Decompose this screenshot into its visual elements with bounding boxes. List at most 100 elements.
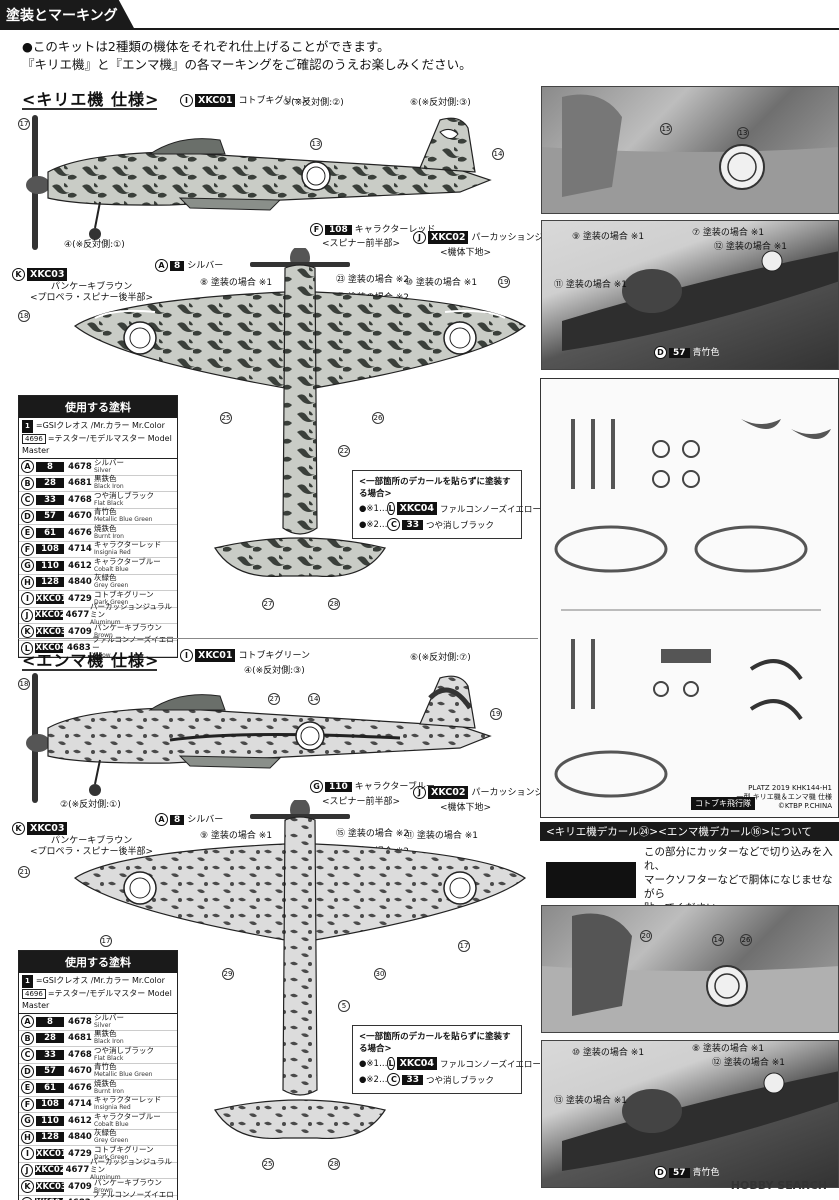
emma-num-28: 28: [328, 1158, 340, 1170]
paint-letter: B: [21, 476, 34, 490]
paint-name-en: Metallic Blue Green: [94, 516, 153, 524]
paint-name-en: Grey Green: [94, 1137, 129, 1145]
paint-letter: H: [21, 1130, 34, 1144]
kirie-callout-4: ④(※反対側:①): [64, 240, 125, 250]
paint-mm-code: 4612: [68, 1115, 92, 1126]
emma-num-29: 29: [222, 968, 234, 980]
paint-name-en: Brown: [94, 1186, 113, 1194]
paint-name-jp: パーカッションジュラルミン: [90, 602, 172, 620]
paint-mm-code: 4768: [68, 494, 92, 505]
paint-code: 8: [36, 1016, 64, 1027]
paint-code: XKC03: [36, 626, 67, 637]
paint-name-jp: パーカッションジュラルミン: [90, 1157, 172, 1175]
emma-num-21: 21: [18, 866, 30, 878]
paint-letter: H: [21, 575, 34, 589]
paint-mm-code: 4678: [68, 1016, 92, 1027]
paint-mm-code: 4677: [65, 610, 90, 621]
paint-name-en: Burnt Iron: [94, 532, 124, 540]
watermark: HOBBY SEARCH: [730, 1179, 827, 1192]
paint-table-legend: 1=GSIクレオス /Mr.カラー Mr.Color 4696=テスター/モデル…: [19, 973, 177, 1014]
kirie-num-26: 26: [372, 412, 384, 424]
paint-code: 61: [36, 1082, 64, 1093]
kirie-callout-5: ⑤(※反対側:②): [283, 98, 344, 108]
paint-name-en: Dark Green: [94, 598, 129, 606]
paint-name-jp: 灰緑色: [94, 573, 117, 583]
emma-num-18: 18: [18, 678, 30, 690]
paint-name-jp: 焼鉄色: [94, 1078, 117, 1088]
kirie-num-19: 19: [498, 276, 510, 288]
kirie-paint-f-note: <スピナー前半部>: [322, 239, 401, 249]
paint-name-en: Silver: [94, 466, 111, 474]
paint-mm-code: 4676: [68, 1082, 92, 1093]
emma-paint-j-note: <機体下地>: [440, 803, 492, 813]
paint-letter: K: [21, 1180, 34, 1194]
paint-code: 128: [36, 577, 64, 588]
paint-mm-code: 4670: [68, 1066, 92, 1077]
paint-name-jp: シルバー: [94, 457, 124, 467]
decal-sheet-info: PLATZ 2019 KHK144-H1 一型 キリエ機＆エンマ機 仕様 ©KT…: [736, 784, 832, 810]
paint-code: XKC02: [34, 610, 66, 621]
paint-name-jp: 青竹色: [94, 507, 117, 517]
decal-sheet-logo: コトブキ飛行隊: [691, 797, 755, 810]
emma-num-30: 30: [374, 968, 386, 980]
paint-code: 8: [36, 461, 64, 472]
paint-name-en: Metallic Blue Green: [94, 1071, 153, 1079]
paint-name-jp: キャラクターブルー: [94, 1111, 161, 1121]
kirie-spec-title: <キリエ機 仕様>: [22, 90, 160, 109]
paint-mm-code: 4681: [68, 478, 92, 489]
paint-mm-code: 4709: [68, 1181, 92, 1192]
paint-mm-code: 4714: [68, 1099, 92, 1110]
paint-name-jp: キャラクターレッド: [94, 1095, 162, 1105]
paint-name-jp: キャラクターブルー: [94, 556, 161, 566]
intro-text: ●このキットは2種類の機体をそれぞれ仕上げることができます。 『キリエ機』と『エ…: [22, 38, 472, 74]
intro-line-2: 『キリエ機』と『エンマ機』の各マーキングをご確認のうえお楽しみください。: [22, 57, 472, 72]
paint-letter: L: [21, 641, 34, 655]
paint-letter: I: [21, 1147, 34, 1161]
paint-name-jp: ファルコンノーズイエロー: [92, 1190, 174, 1200]
emma-callout-2: ②(※反対側:①): [60, 800, 121, 810]
kirie-paint-k-label: パンケーキブラウン <プロペラ・スピナー後半部>: [30, 282, 154, 303]
paint-code: 57: [36, 1066, 64, 1077]
paint-code: 28: [36, 1033, 64, 1044]
paint-name-jp: コトブキグリーン: [94, 1144, 154, 1154]
paint-code: 33: [36, 1049, 64, 1060]
paint-letter: D: [21, 1064, 34, 1078]
header-rule: [128, 28, 839, 30]
paint-name-jp: 黒鉄色: [94, 474, 117, 484]
kirie-num-22: 22: [338, 445, 350, 457]
section-divider: [18, 638, 538, 639]
paint-letter: G: [21, 559, 34, 573]
emma-num-25: 25: [262, 1158, 274, 1170]
kirie-paint-table: 使用する塗料 1=GSIクレオス /Mr.カラー Mr.Color 4696=テ…: [18, 395, 178, 659]
emma-title-rule: [22, 669, 157, 671]
paint-name-jp: コトブキグリーン: [94, 589, 154, 599]
emma-callout-6: ⑥(※反対側:⑦): [410, 653, 471, 663]
paint-mm-code: 4678: [68, 461, 92, 472]
roundel-icon: [295, 721, 325, 751]
paint-code: 128: [36, 1132, 64, 1143]
paint-table-legend: 1=GSIクレオス /Mr.カラー Mr.Color 4696=テスター/モデル…: [19, 418, 177, 459]
paint-name-jp: 焼鉄色: [94, 523, 117, 533]
kirie-side-view: [26, 115, 492, 250]
kirie-top-view: [73, 248, 527, 578]
emma-callout-15: ⑮ 塗装の場合 ※2: [336, 829, 409, 839]
paint-table-title: 使用する塗料: [19, 951, 177, 973]
paint-code: 110: [36, 1115, 64, 1126]
emma-spec-title: <エンマ機 仕様>: [22, 651, 160, 670]
paint-name-en: Brown: [94, 631, 113, 639]
